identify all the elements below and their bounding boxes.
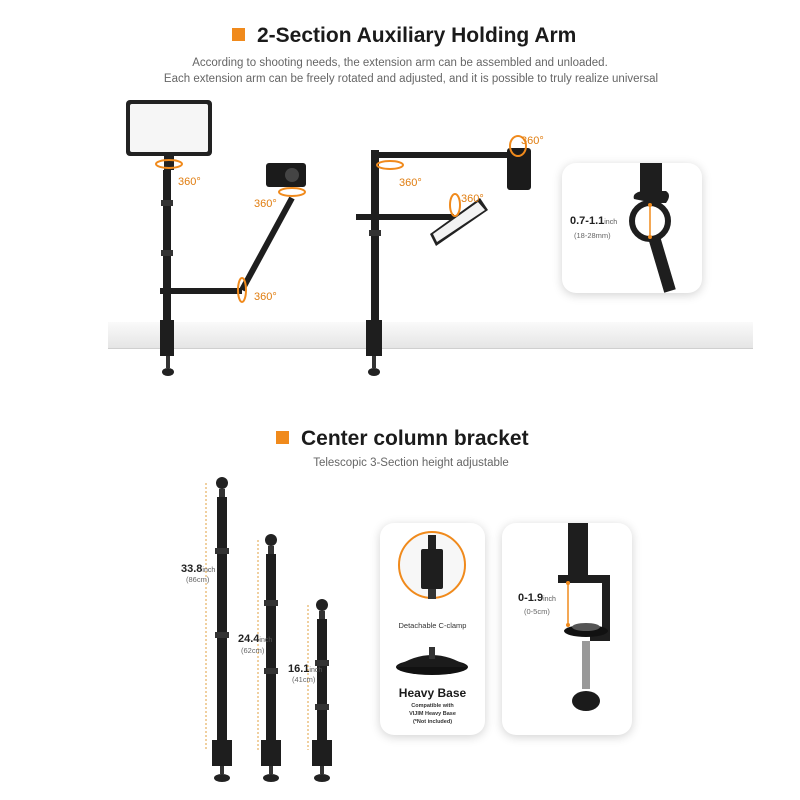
- heavy-base-note1: Compatible with: [411, 703, 454, 709]
- orange-square-icon: [276, 431, 289, 444]
- clamp-range-card: 0.7-1.1inch (18-28mm): [562, 163, 702, 293]
- heavy-base-title: Heavy Base: [398, 686, 467, 700]
- section1-title: 2-Section Auxiliary Holding Arm: [232, 24, 576, 48]
- height-label-1: 33.8inch: [181, 563, 216, 575]
- detachable-clamp-label: Detachable C-clamp: [398, 621, 467, 630]
- rotation-label-3: 360°: [254, 291, 277, 303]
- clamp-opening-metric: (0-5cm): [524, 607, 550, 616]
- height-metric-2: (62cm): [241, 646, 265, 655]
- rotation-label-5: 360°: [521, 135, 544, 147]
- section1-desc-line2: Each extension arm can be freely rotated…: [163, 73, 659, 85]
- rotation-label-2: 360°: [254, 198, 277, 210]
- pipe-clamp-illustration: [629, 163, 676, 293]
- orange-square-icon: [232, 28, 245, 41]
- detachable-clamp-illustration: [396, 531, 468, 675]
- height-label-2: 24.4inch: [238, 633, 273, 645]
- height-label-3: 16.1inch: [288, 663, 323, 675]
- rotation-label-1: 360°: [178, 176, 201, 188]
- heavy-base-note3: (*Not included): [412, 719, 453, 725]
- section1-desc-line1: According to shooting needs, the extensi…: [192, 57, 608, 69]
- height-metric-1: (86cm): [186, 575, 210, 584]
- height-metric-3: (41cm): [292, 675, 316, 684]
- clamp-opening-value: 0-1.9inch: [518, 592, 556, 604]
- section2-title: Center column bracket: [276, 427, 529, 451]
- clamp-range-metric: (18-28mm): [574, 231, 611, 240]
- clamp-opening-card: 0-1.9inch (0-5cm): [502, 523, 632, 735]
- rotation-label-6: 360°: [461, 193, 484, 205]
- c-clamp-illustration: [558, 523, 610, 711]
- rotation-label-4: 360°: [399, 177, 422, 189]
- heavy-base-note2: VIJIM Heavy Base: [409, 711, 456, 717]
- desk-surface: [108, 322, 753, 349]
- clamp-range-value: 0.7-1.1inch: [570, 215, 618, 227]
- accessories-card: Detachable C-clamp Heavy Base Compatible…: [380, 523, 485, 735]
- section2-subtitle: Telescopic 3-Section height adjustable: [313, 457, 509, 469]
